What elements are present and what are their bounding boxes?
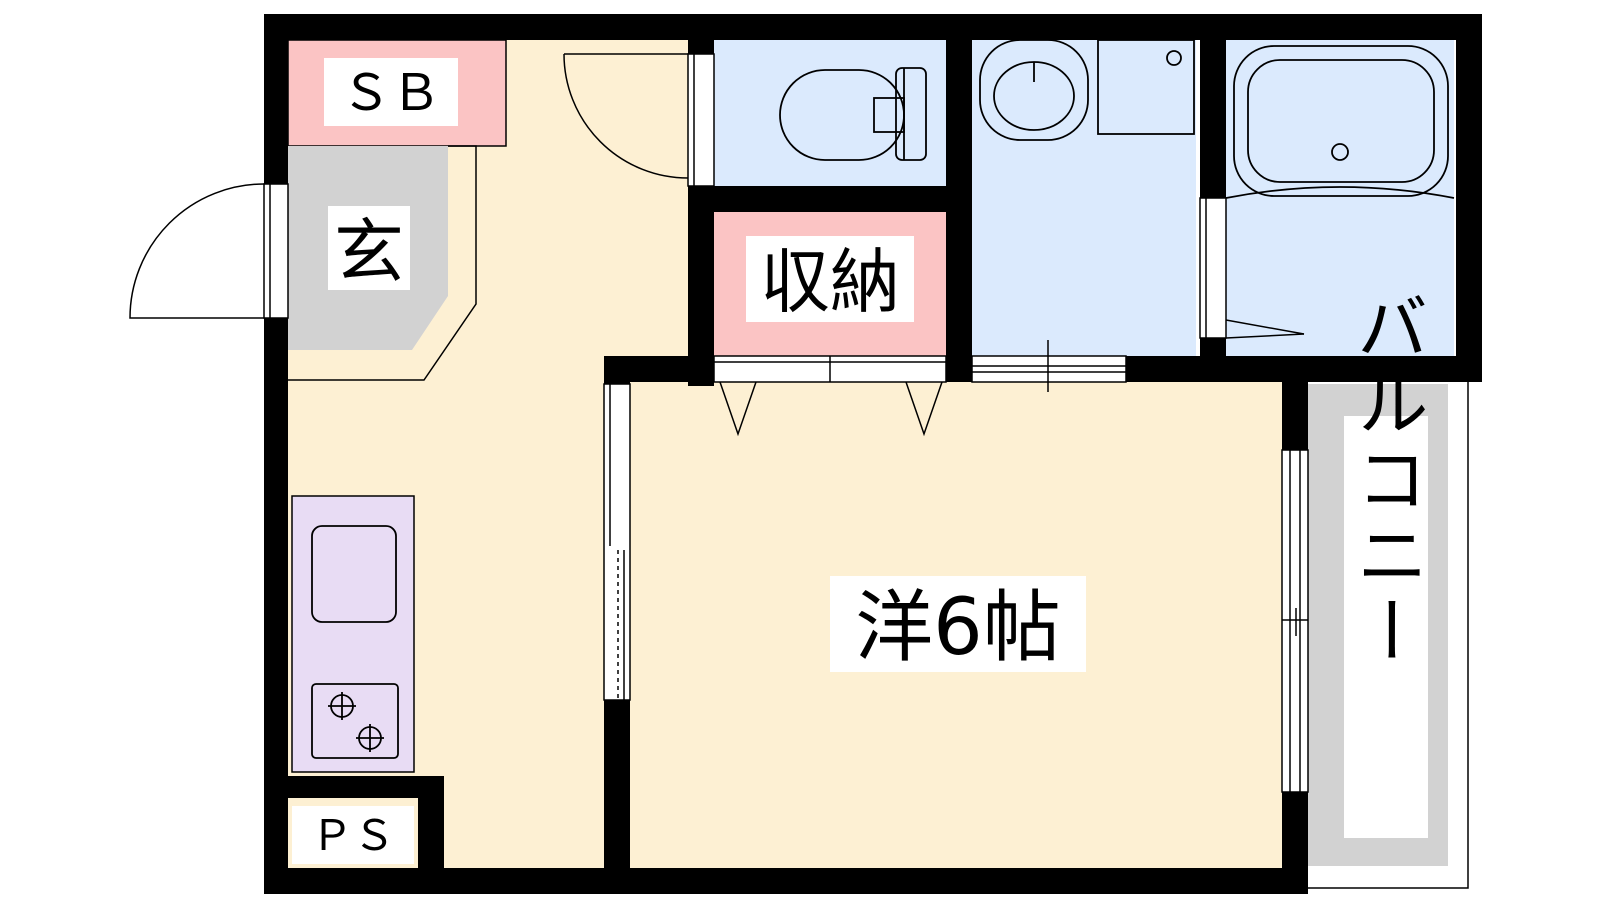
balcony-label: バルコニー <box>1344 290 1428 670</box>
wall-bath-left-upper <box>1200 40 1226 198</box>
sink <box>311 525 397 623</box>
toilet-floor <box>714 40 946 186</box>
washroom-floor <box>972 40 1196 358</box>
washroom-sliding-door <box>971 340 1127 392</box>
storage-label: 収納 <box>760 241 900 323</box>
entrance-door <box>129 183 289 319</box>
entrance-label: 玄 <box>334 211 404 293</box>
wall-toilet-left <box>688 40 714 54</box>
pipe-space-label: ＰＳ <box>311 811 395 860</box>
stove <box>311 683 399 759</box>
wall-top <box>264 14 1482 40</box>
bathroom-floor <box>1226 40 1454 358</box>
washbasin <box>979 39 1195 141</box>
room-sliding-door <box>603 383 631 701</box>
wall-right <box>1456 14 1482 380</box>
wall-bath-left-lower <box>1200 338 1226 358</box>
wall-toilet-bottom <box>688 186 970 212</box>
storage-doors <box>713 355 947 437</box>
bath-door <box>1199 197 1305 339</box>
wall-left-upper <box>264 14 288 184</box>
wall-room-left-upper <box>604 356 630 384</box>
wall-room-top-right <box>1126 356 1482 382</box>
wall-wash-left <box>946 40 972 382</box>
wall-ps-top <box>288 776 444 798</box>
western-room-label: 洋6帖 <box>855 583 1061 673</box>
wall-room-right-lower <box>1282 792 1308 894</box>
balcony-window <box>1281 449 1309 793</box>
wall-toilet-left-lower <box>688 186 714 386</box>
walls <box>264 14 1482 894</box>
wall-ps-right <box>418 776 444 894</box>
kitchen-fixtures <box>311 525 399 759</box>
shoe-box-label: ＳＢ <box>341 64 441 122</box>
bathtub <box>1225 45 1455 199</box>
wall-room-right-upper <box>1282 378 1308 450</box>
entrance-step <box>288 145 477 381</box>
wall-room-left-lower <box>604 700 630 894</box>
toilet-fixture <box>779 67 927 161</box>
wall-left-lower <box>264 318 288 894</box>
toilet-door <box>563 53 715 187</box>
